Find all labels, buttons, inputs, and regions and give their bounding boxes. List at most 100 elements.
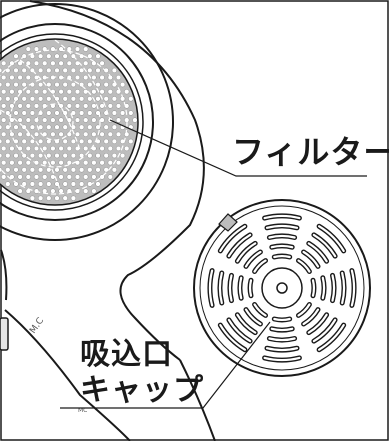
mesh-hole (87, 53, 93, 59)
mesh-hole (95, 67, 101, 74)
mesh-hole (13, 152, 19, 159)
mesh-hole (83, 160, 89, 166)
mesh-hole (21, 96, 27, 102)
mesh-hole (74, 117, 81, 123)
mesh-hole (74, 74, 81, 81)
mesh-hole (9, 89, 15, 95)
intake-cap-leader-line (60, 321, 271, 409)
mesh-hole (5, 110, 11, 116)
mesh-hole (21, 138, 27, 145)
mesh-hole (25, 174, 31, 180)
mesh-hole (70, 138, 77, 145)
cap-slot-opening (350, 269, 356, 307)
mesh-hole (103, 138, 109, 145)
mesh-hole (107, 131, 113, 137)
intake-cap (193, 199, 371, 377)
mesh-hole (91, 103, 97, 109)
mesh-hole (17, 60, 23, 66)
mesh-hole (99, 74, 105, 81)
mesh-hole (42, 60, 48, 66)
mesh-hole (115, 117, 122, 123)
mesh-hole (25, 74, 31, 81)
mesh-hole (46, 167, 52, 173)
mesh-hole (54, 67, 60, 74)
mesh-hole (124, 89, 130, 95)
mesh-hole (70, 181, 77, 187)
mesh-hole (66, 145, 72, 152)
mesh-hole (58, 131, 64, 137)
mesh-hole (83, 60, 89, 66)
mesh-hole (0, 124, 3, 130)
mesh-hole (119, 152, 126, 159)
mesh-hole (5, 138, 11, 145)
mesh-hole (78, 181, 85, 187)
mesh-hole (1, 174, 7, 180)
side-switch (0, 317, 9, 351)
mesh-hole (5, 167, 11, 173)
mesh-hole (58, 188, 64, 194)
mesh-hole (1, 145, 7, 152)
mesh-hole (54, 53, 60, 59)
mesh-hole (33, 60, 40, 66)
mesh-hole (5, 152, 11, 159)
cap-slot-opening (318, 225, 345, 252)
mesh-hole (50, 160, 56, 166)
mesh-hole (74, 46, 81, 52)
mesh-hole (111, 152, 118, 159)
mesh-hole (13, 67, 19, 74)
mesh-hole (50, 117, 56, 123)
mesh-hole (50, 60, 56, 66)
intake-cap-slots (207, 213, 357, 363)
mesh-hole (62, 152, 68, 159)
mesh-hole (62, 167, 68, 173)
leader-lines (60, 119, 367, 409)
mesh-hole (42, 174, 48, 180)
mesh-hole (21, 81, 27, 88)
mesh-hole (95, 124, 101, 130)
mesh-hole (25, 160, 31, 166)
mesh-hole (95, 53, 101, 59)
mesh-hole (50, 46, 56, 52)
mesh-hole (37, 138, 44, 145)
housing-marking-small: MC (78, 407, 87, 414)
mesh-hole (62, 53, 68, 59)
mesh-hole (95, 81, 101, 88)
mesh-hole (66, 131, 72, 137)
mesh-hole (115, 145, 122, 152)
cap-slot-opening (307, 242, 328, 263)
mesh-hole (99, 60, 105, 66)
mesh-hole (87, 81, 93, 88)
mesh-hole (54, 167, 60, 173)
filter-label: フィルター (232, 133, 389, 171)
mesh-hole (58, 145, 64, 152)
mesh-hole (62, 138, 68, 145)
mesh-hole (37, 195, 44, 201)
mesh-hole (83, 74, 89, 81)
cap-slot-opening (218, 271, 223, 305)
mesh-hole (50, 145, 56, 152)
mesh-hole (62, 195, 68, 201)
cap-slot-opening (311, 279, 316, 297)
mesh-hole (58, 160, 64, 166)
mesh-hole (17, 103, 23, 109)
mesh-hole (46, 195, 52, 201)
mesh-hole (37, 67, 44, 74)
mesh-hole (54, 81, 60, 88)
mesh-hole (25, 60, 31, 66)
mesh-hole (62, 81, 68, 88)
cap-slot-opening (268, 234, 296, 239)
mesh-hole (42, 117, 48, 123)
mesh-hole (62, 67, 68, 74)
mesh-hole (25, 103, 31, 109)
mesh-hole (46, 96, 52, 102)
mesh-hole (83, 145, 89, 152)
mesh-hole (0, 96, 3, 102)
mesh-hole (9, 160, 15, 166)
mesh-hole (103, 152, 109, 159)
mesh-hole (66, 103, 72, 109)
cap-slot-opening (331, 274, 336, 302)
cap-slot-opening (244, 250, 262, 268)
intake-cap-label-line1: 吸込口 (80, 337, 173, 372)
